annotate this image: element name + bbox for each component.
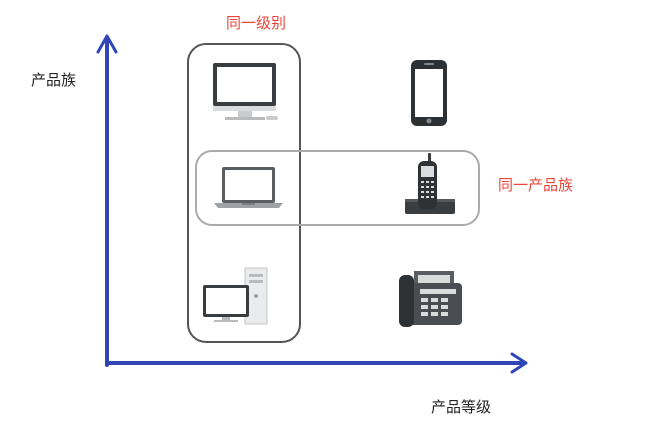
fax-phone-icon — [399, 271, 462, 327]
same-level-group — [187, 43, 301, 343]
same-family-group — [195, 150, 480, 226]
y-axis-label: 产品族 — [31, 71, 77, 89]
desktop-monitor-icon — [213, 63, 278, 120]
x-axis-arrow — [510, 352, 528, 374]
x-axis-label: 产品等级 — [431, 398, 492, 416]
same-level-label: 同一级别 — [226, 14, 287, 32]
laptop-icon — [214, 167, 283, 208]
cordless-phone-icon — [405, 153, 455, 214]
smartphone-icon — [411, 60, 447, 126]
same-family-label: 同一产品族 — [498, 176, 574, 194]
desktop-pc-icon — [203, 267, 268, 325]
y-axis-arrow — [96, 34, 118, 54]
